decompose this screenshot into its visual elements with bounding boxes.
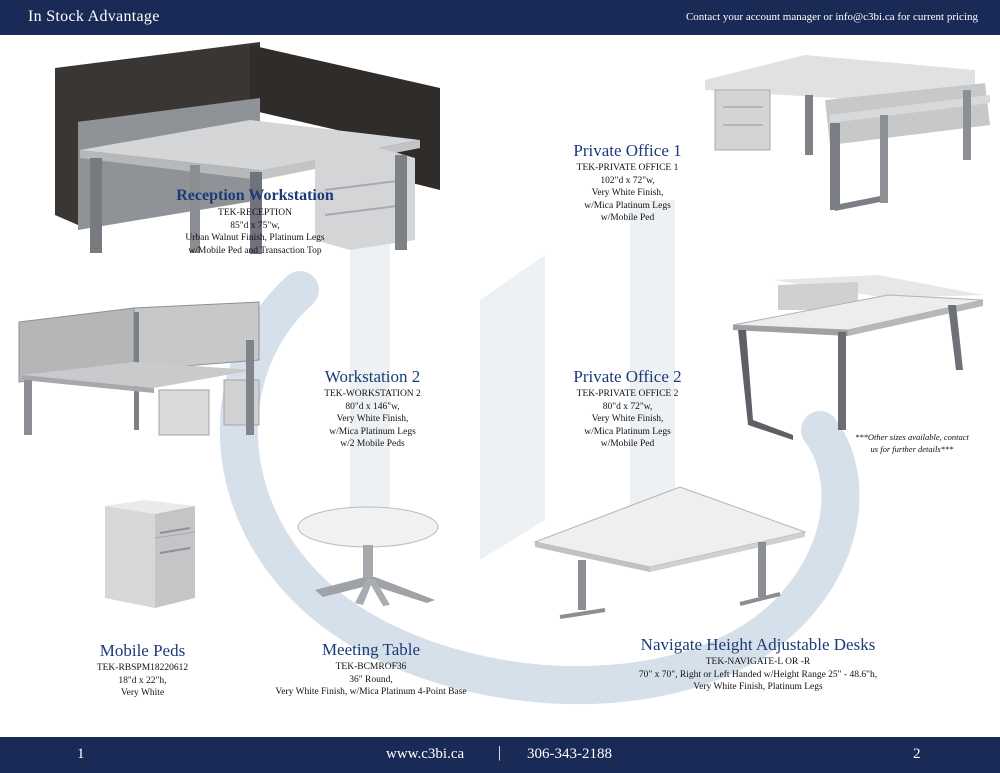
private-office-2-line1: Very White Finish, [591, 414, 664, 424]
navigate-line1: Very White Finish, Platinum Legs [693, 682, 823, 692]
note-line1: ***Other sizes available, contact [855, 432, 969, 442]
note-line2: us for further details*** [870, 444, 954, 454]
workstation-2-caption: Workstation 2 TEK-WORKSTATION 2 80"d x 1… [290, 366, 455, 451]
private-office-2-line2: w/Mica Platinum Legs [584, 426, 671, 437]
private-office-1-title: Private Office 1 [573, 141, 682, 160]
reception-code: TEK-RECEPTION [218, 208, 292, 218]
private-office-1-line3: w/Mobile Ped [600, 213, 655, 223]
mobile-peds-caption: Mobile Peds TEK-RBSPM18220612 18"d x 22"… [70, 640, 215, 700]
private-office-1-image [705, 55, 990, 211]
footer-phone[interactable]: 306-343-2188 [527, 746, 612, 762]
reception-size: 85"d x 75"w, [230, 220, 280, 231]
private-office-2-caption: Private Office 2 TEK-PRIVATE OFFICE 2 80… [540, 366, 715, 451]
other-sizes-note: ***Other sizes available, contact us for… [838, 431, 986, 455]
meeting-table-line1: Very White Finish, w/Mica Platinum 4-Poi… [275, 687, 467, 697]
mobile-peds-code: TEK-RBSPM18220612 [96, 663, 189, 673]
meeting-table-caption: Meeting Table TEK-BCMROF36 36" Round, Ve… [248, 639, 494, 699]
page-number-left: 1 [77, 746, 85, 762]
private-office-1-size: 102"d x 72"w, [600, 175, 655, 186]
workstation-2-line2: w/Mica Platinum Legs [329, 426, 416, 437]
header-contact: Contact your account manager or info@c3b… [685, 11, 978, 23]
navigate-code: TEK-NAVIGATE-L OR -R [705, 657, 811, 667]
mobile-peds-title: Mobile Peds [99, 641, 186, 660]
private-office-2-code: TEK-PRIVATE OFFICE 2 [576, 389, 679, 399]
private-office-2-size: 80"d x 72"w, [602, 401, 653, 412]
header-title: In Stock Advantage [28, 8, 160, 25]
meeting-table-size: 36" Round, [349, 674, 393, 685]
workstation-2-size: 80"d x 146"w, [345, 401, 400, 412]
navigate-desk-image [533, 486, 807, 619]
workstation-2-line3: w/2 Mobile Peds [340, 439, 405, 449]
reception-workstation-image [55, 42, 440, 254]
mobile-peds-line1: Very White [120, 688, 165, 698]
navigate-size: 70" x 70", Right or Left Handed w/Height… [638, 669, 878, 680]
private-office-1-caption: Private Office 1 TEK-PRIVATE OFFICE 1 10… [540, 140, 715, 225]
reception-caption: Reception Workstation TEK-RECEPTION 85"d… [135, 185, 375, 257]
private-office-1-code: TEK-PRIVATE OFFICE 1 [576, 163, 679, 173]
header-bar: In Stock Advantage Contact your account … [0, 0, 1000, 35]
workstation-2-image [18, 301, 260, 436]
private-office-2-title: Private Office 2 [573, 367, 682, 386]
footer-bar: 1 www.c3bi.ca | 306-343-2188 2 [0, 737, 1000, 773]
private-office-2-image [732, 275, 984, 440]
page-number-right: 2 [913, 746, 921, 762]
footer-website-link[interactable]: www.c3bi.ca [386, 746, 465, 762]
workstation-2-code: TEK-WORKSTATION 2 [324, 389, 421, 399]
mobile-peds-size: 18"d x 22"h, [118, 675, 167, 686]
reception-line2: w/Mobile Ped and Transaction Top [188, 245, 322, 256]
meeting-table-image [297, 506, 439, 606]
footer-separator: | [498, 744, 502, 761]
meeting-table-title: Meeting Table [321, 640, 421, 659]
private-office-2-line3: w/Mobile Ped [600, 439, 655, 449]
navigate-title: Navigate Height Adjustable Desks [640, 635, 876, 654]
reception-title: Reception Workstation [176, 187, 334, 204]
workstation-2-title: Workstation 2 [324, 367, 421, 386]
mobile-ped-image [105, 500, 196, 608]
private-office-1-line1: Very White Finish, [591, 188, 664, 198]
navigate-caption: Navigate Height Adjustable Desks TEK-NAV… [608, 634, 908, 694]
private-office-1-line2: w/Mica Platinum Legs [584, 200, 671, 211]
reception-line1: Urban Walnut Finish, Platinum Legs [185, 233, 325, 243]
meeting-table-code: TEK-BCMROF36 [335, 662, 407, 672]
workstation-2-line1: Very White Finish, [336, 414, 409, 424]
